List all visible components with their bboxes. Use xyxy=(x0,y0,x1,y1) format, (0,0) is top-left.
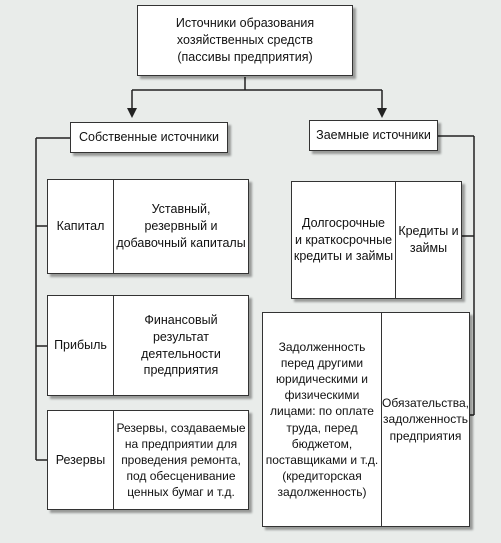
liabilities-desc: Задолженность перед другими юридическими… xyxy=(265,339,379,500)
reserves-desc: Резервы, создаваемые на предприятии для … xyxy=(113,411,248,509)
credits-desc: Долгосрочные и краткосрочные кредиты и з… xyxy=(293,215,394,264)
arrow-down-left xyxy=(127,108,137,118)
own-sources-title: Собственные источники xyxy=(79,130,219,145)
capital-label: Капитал xyxy=(56,219,105,234)
liabilities-box: Задолженность перед другими юридическими… xyxy=(262,312,470,527)
own-sources-box: Собственные источники xyxy=(70,122,228,153)
borrowed-sources-title: Заемные источники xyxy=(316,128,431,143)
root-text: Источники образования хозяйственных сред… xyxy=(175,16,315,64)
borrowed-sources-box: Заемные источники xyxy=(309,120,438,151)
root-box: Источники образования хозяйственных сред… xyxy=(137,5,353,76)
liabilities-label: Обязательства, задолженность предприятия xyxy=(381,313,469,526)
reserves-box: Резервы Резервы, создаваемые на предприя… xyxy=(47,410,249,510)
credits-label: Кредиты и займы xyxy=(395,182,461,298)
capital-desc: Уставный, резервный и добавочный капитал… xyxy=(113,180,248,273)
arrow-down-right xyxy=(377,108,387,118)
profit-desc: Финансовый результат деятельности предпр… xyxy=(113,296,248,395)
credits-box: Долгосрочные и краткосрочные кредиты и з… xyxy=(291,181,462,299)
profit-box: Прибыль Финансовый результат деятельност… xyxy=(47,295,249,396)
profit-label: Прибыль xyxy=(54,338,107,353)
capital-box: Капитал Уставный, резервный и добавочный… xyxy=(47,179,249,274)
reserves-label: Резервы xyxy=(55,452,106,467)
